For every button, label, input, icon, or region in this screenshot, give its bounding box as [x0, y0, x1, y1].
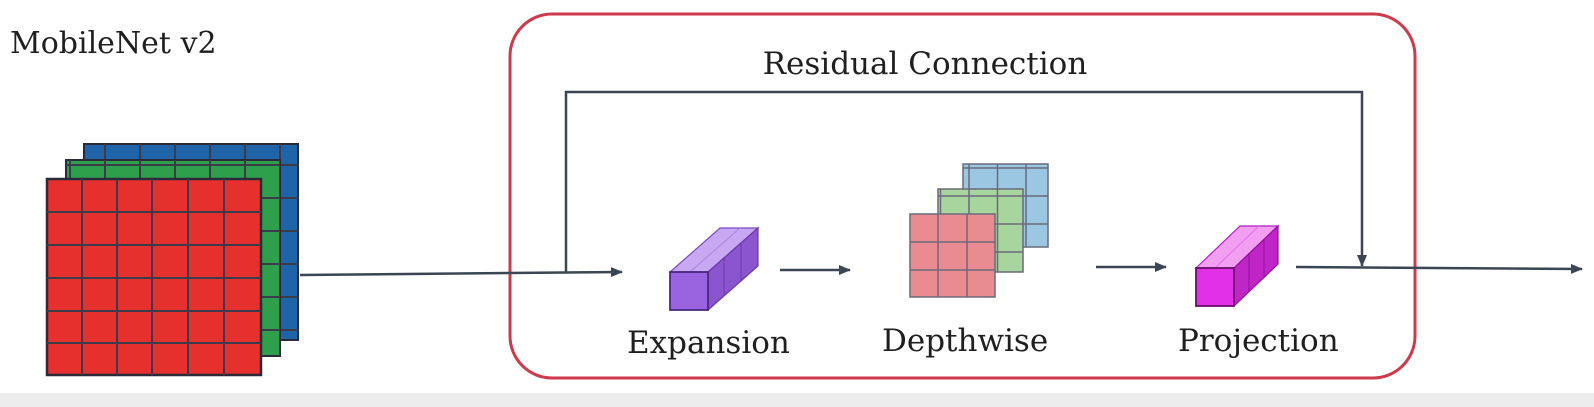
projection-block — [1194, 224, 1280, 308]
expansion-label: Expansion — [627, 325, 790, 361]
residual-connection-label: Residual Connection — [762, 46, 1088, 82]
expansion-block — [668, 226, 760, 312]
depthwise-label: Depthwise — [882, 323, 1049, 359]
input-tensor — [45, 143, 299, 377]
depthwise-block — [909, 163, 1049, 298]
output-arrow — [1295, 263, 1583, 274]
residual-connection-line — [564, 90, 1367, 273]
input-arrow — [299, 267, 623, 278]
projection-label: Projection — [1178, 323, 1339, 359]
residual-block-border — [508, 12, 1417, 380]
diagram-title: MobileNet v2 — [10, 26, 217, 61]
bottom-band — [0, 393, 1594, 407]
